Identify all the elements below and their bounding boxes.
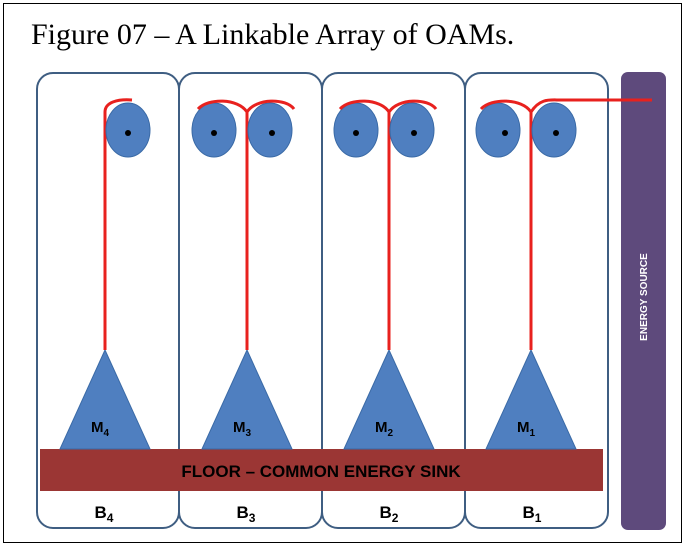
axle-dot <box>411 130 417 136</box>
mass-m4-triangle <box>59 348 151 450</box>
pulley-1-left <box>475 102 521 158</box>
mass-m2-triangle <box>343 348 435 450</box>
floor-label: FLOOR – COMMON ENERGY SINK <box>181 462 461 481</box>
mass-m3-triangle <box>201 348 293 450</box>
axle-dot <box>125 130 131 136</box>
axle-dot <box>502 130 508 136</box>
cord-top-2 <box>338 99 438 115</box>
axle-dot <box>211 130 217 136</box>
mass-m3-label: M3 <box>233 419 252 439</box>
box-b1 <box>464 72 609 529</box>
mass-m1-triangle <box>485 348 577 450</box>
floor-bar <box>40 449 603 491</box>
box-b2-label: B2 <box>380 503 399 525</box>
cord-top-3 <box>196 99 296 115</box>
axle-dot <box>353 130 359 136</box>
cord-top-4 <box>103 98 133 113</box>
mass-m4-label: M4 <box>91 419 110 439</box>
box-b1-label: B1 <box>523 503 542 525</box>
pulley-2-right <box>389 102 435 158</box>
cord-top-1 <box>479 98 652 115</box>
axle-dot <box>553 130 559 136</box>
pulley-3-right <box>247 102 293 158</box>
pulley-1-right <box>531 102 577 158</box>
mass-m1-label: M1 <box>517 419 536 439</box>
mass-m2-label: M2 <box>375 419 394 439</box>
box-b4-label: B4 <box>95 503 114 525</box>
energy-source-bar <box>621 72 666 530</box>
figure-caption: Figure 07 – A Linkable Array of OAMs. <box>31 18 515 51</box>
figure-frame <box>3 3 682 543</box>
energy-source-label: ENERGY SOURCE <box>639 253 650 341</box>
box-b3-label: B3 <box>237 503 256 525</box>
axle-dot <box>269 130 275 136</box>
